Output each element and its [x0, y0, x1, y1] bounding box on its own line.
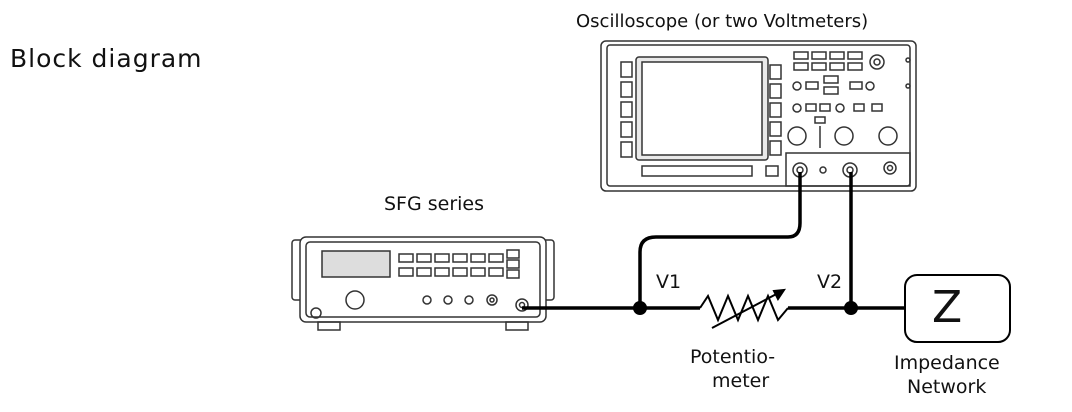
impedance-label-line1: Impedance [894, 352, 1000, 374]
diagram-title: Block diagram [10, 44, 203, 73]
v1-label: V1 [656, 271, 682, 293]
sfg-label: SFG series [384, 193, 485, 215]
circuit-wires [522, 172, 905, 310]
oscilloscope-device [600, 40, 917, 192]
v2-label: V2 [817, 271, 843, 293]
v2-junction-dot [844, 301, 858, 315]
impedance-label-line2: Network [907, 376, 987, 398]
oscilloscope-label: Oscilloscope (or two Voltmeters) [576, 11, 869, 32]
sfg-generator-device [291, 236, 555, 331]
v1-junction-dot [633, 301, 647, 315]
potentiometer-label-line1: Potentio- [690, 346, 776, 368]
potentiometer-symbol [699, 288, 789, 329]
impedance-box [904, 274, 1011, 343]
potentiometer-label-line2: meter [712, 370, 770, 392]
impedance-symbol: Z [932, 282, 963, 333]
